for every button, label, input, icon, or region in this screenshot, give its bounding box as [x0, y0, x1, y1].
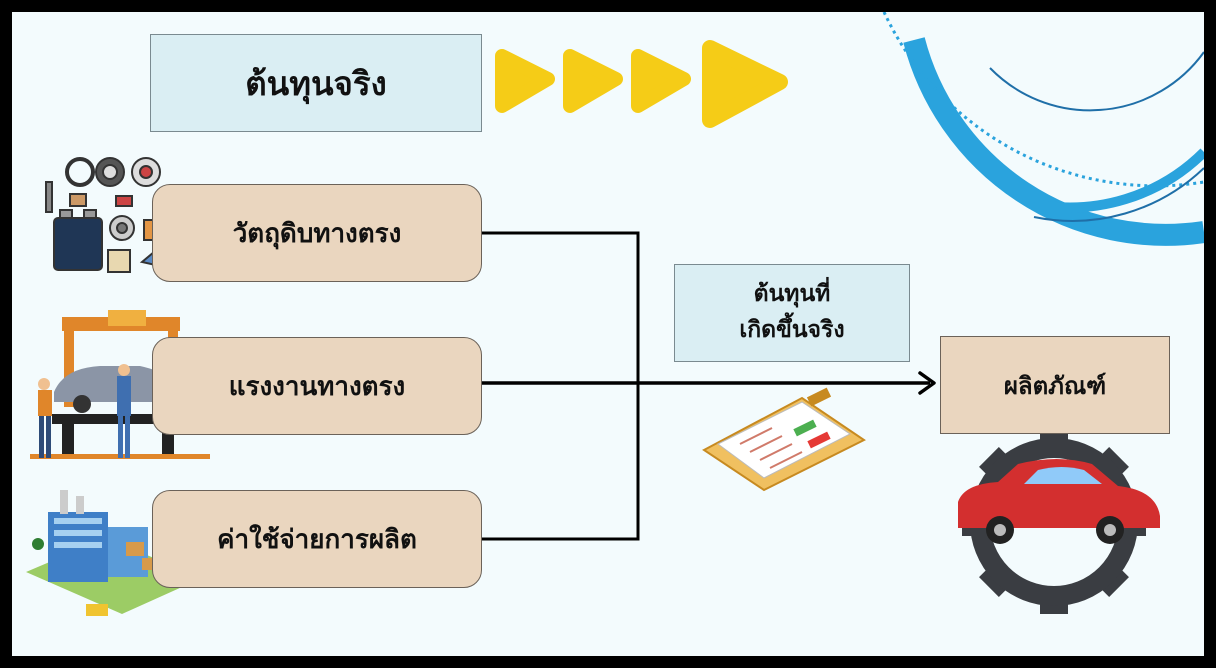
- factory-icon: [26, 490, 202, 616]
- decorative-arcs-icon: [882, 12, 1204, 246]
- page-title: ต้นทุนจริง: [150, 34, 482, 132]
- product-box: ผลิตภัณฑ์: [940, 336, 1170, 434]
- arrow-chevrons: [495, 40, 788, 128]
- title-label: ต้นทุนจริง: [245, 63, 387, 103]
- input-manufacturing-overhead: ค่าใช้จ่ายการผลิต: [152, 490, 482, 588]
- arrow-head-icon: [918, 371, 936, 395]
- actual-cost-box: ต้นทุนที่ เกิดขึ้นจริง: [674, 264, 910, 362]
- input-direct-labor: แรงงานทางตรง: [152, 337, 482, 435]
- input-label: วัตถุดิบทางตรง: [232, 218, 402, 249]
- clipboard-document-icon: [702, 387, 866, 492]
- connector-lines: [482, 231, 936, 541]
- gear-car-icon: [958, 430, 1160, 614]
- product-label: ผลิตภัณฑ์: [1003, 371, 1107, 400]
- input-label: แรงงานทางตรง: [228, 371, 406, 402]
- play-arrow-icon: [631, 49, 691, 113]
- car-parts-icon: [45, 157, 162, 273]
- play-arrow-icon: [495, 49, 555, 113]
- actual-cost-line2: เกิดขึ้นจริง: [739, 317, 845, 343]
- actual-cost-line1: ต้นทุนที่: [753, 281, 831, 308]
- play-arrow-icon: [563, 49, 623, 113]
- input-direct-materials: วัตถุดิบทางตรง: [152, 184, 482, 282]
- play-arrow-icon: [702, 40, 788, 128]
- input-label: ค่าใช้จ่ายการผลิต: [217, 524, 417, 555]
- diagram-canvas: ต้นทุนจริง วัตถุดิบทางตรง แรงงานทางตรง ค…: [12, 12, 1204, 656]
